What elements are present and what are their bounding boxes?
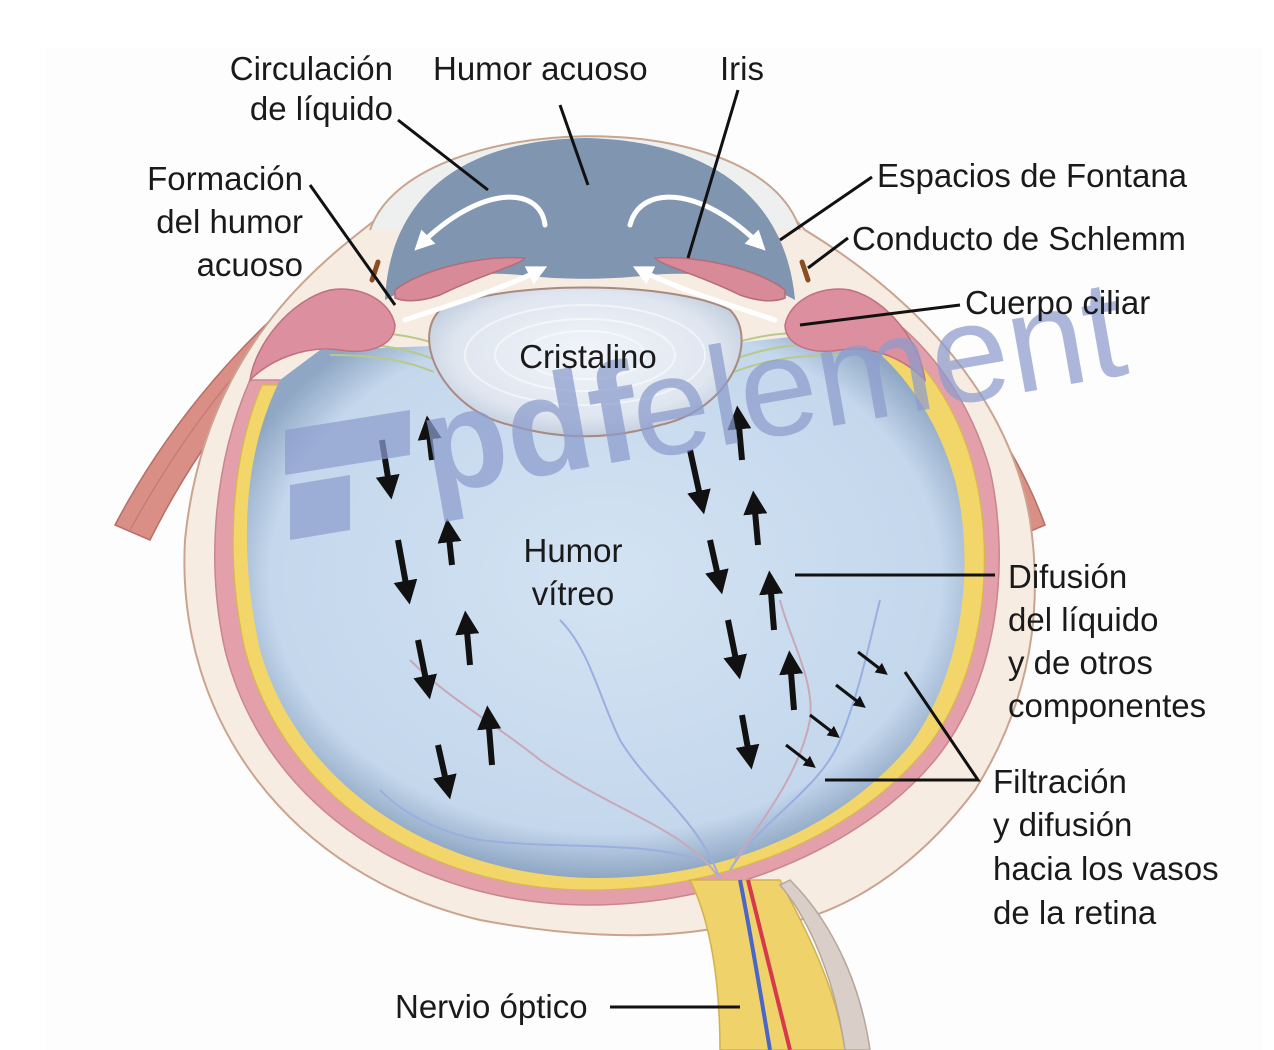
retinal-vessels	[379, 599, 881, 881]
label-filtracion: Filtración y difusión hacia los vasos de…	[993, 763, 1219, 931]
svg-text:de la retina: de la retina	[993, 894, 1157, 931]
label-cristalino: Cristalino	[519, 338, 657, 375]
vitreous-diffusion-arrows	[375, 405, 804, 800]
watermark-text-bold: pdf	[408, 332, 650, 524]
label-conducto-schlemm: Conducto de Schlemm	[852, 220, 1186, 257]
svg-text:y difusión: y difusión	[993, 806, 1132, 843]
iris-left	[394, 256, 527, 302]
optic-nerve	[688, 879, 871, 1050]
svg-text:Difusión: Difusión	[1008, 558, 1127, 595]
iris-right	[653, 256, 786, 302]
label-iris: Iris	[720, 50, 764, 87]
label-humor-acuoso: Humor acuoso	[433, 50, 648, 87]
label-nervio-optico: Nervio óptico	[395, 988, 588, 1025]
label-circulacion: Circulación de líquido	[230, 50, 393, 127]
svg-text:Filtración: Filtración	[993, 763, 1127, 800]
svg-text:hacia los vasos: hacia los vasos	[993, 850, 1219, 887]
svg-text:Circulación: Circulación	[230, 50, 393, 87]
schlemm-canal-right	[799, 259, 811, 283]
svg-text:acuoso: acuoso	[197, 246, 303, 283]
filtration-arrows	[785, 650, 888, 768]
svg-text:de líquido: de líquido	[250, 90, 393, 127]
label-humor-vitreo: Humor vítreo	[523, 532, 622, 612]
svg-text:vítreo: vítreo	[532, 575, 615, 612]
vitreous-body	[246, 330, 965, 879]
lens	[428, 286, 743, 438]
svg-text:Formación: Formación	[147, 160, 303, 197]
svg-text:del líquido: del líquido	[1008, 601, 1158, 638]
label-difusion: Difusión del líquido y de otros componen…	[1008, 558, 1206, 724]
leader-lines	[308, 89, 995, 1009]
label-cuerpo-ciliar: Cuerpo ciliar	[965, 284, 1150, 321]
svg-text:Humor: Humor	[523, 532, 622, 569]
svg-text:y de otros: y de otros	[1008, 644, 1153, 681]
aqueous-flow-arrows	[402, 194, 778, 323]
ciliary-body-left	[248, 288, 396, 383]
svg-text:del humor: del humor	[156, 203, 303, 240]
ciliary-body-right	[784, 288, 927, 383]
schlemm-canal-left	[369, 259, 381, 283]
label-espacios-fontana: Espacios de Fontana	[877, 157, 1188, 194]
svg-text:componentes: componentes	[1008, 687, 1206, 724]
label-formacion: Formación del humor acuoso	[147, 160, 303, 283]
